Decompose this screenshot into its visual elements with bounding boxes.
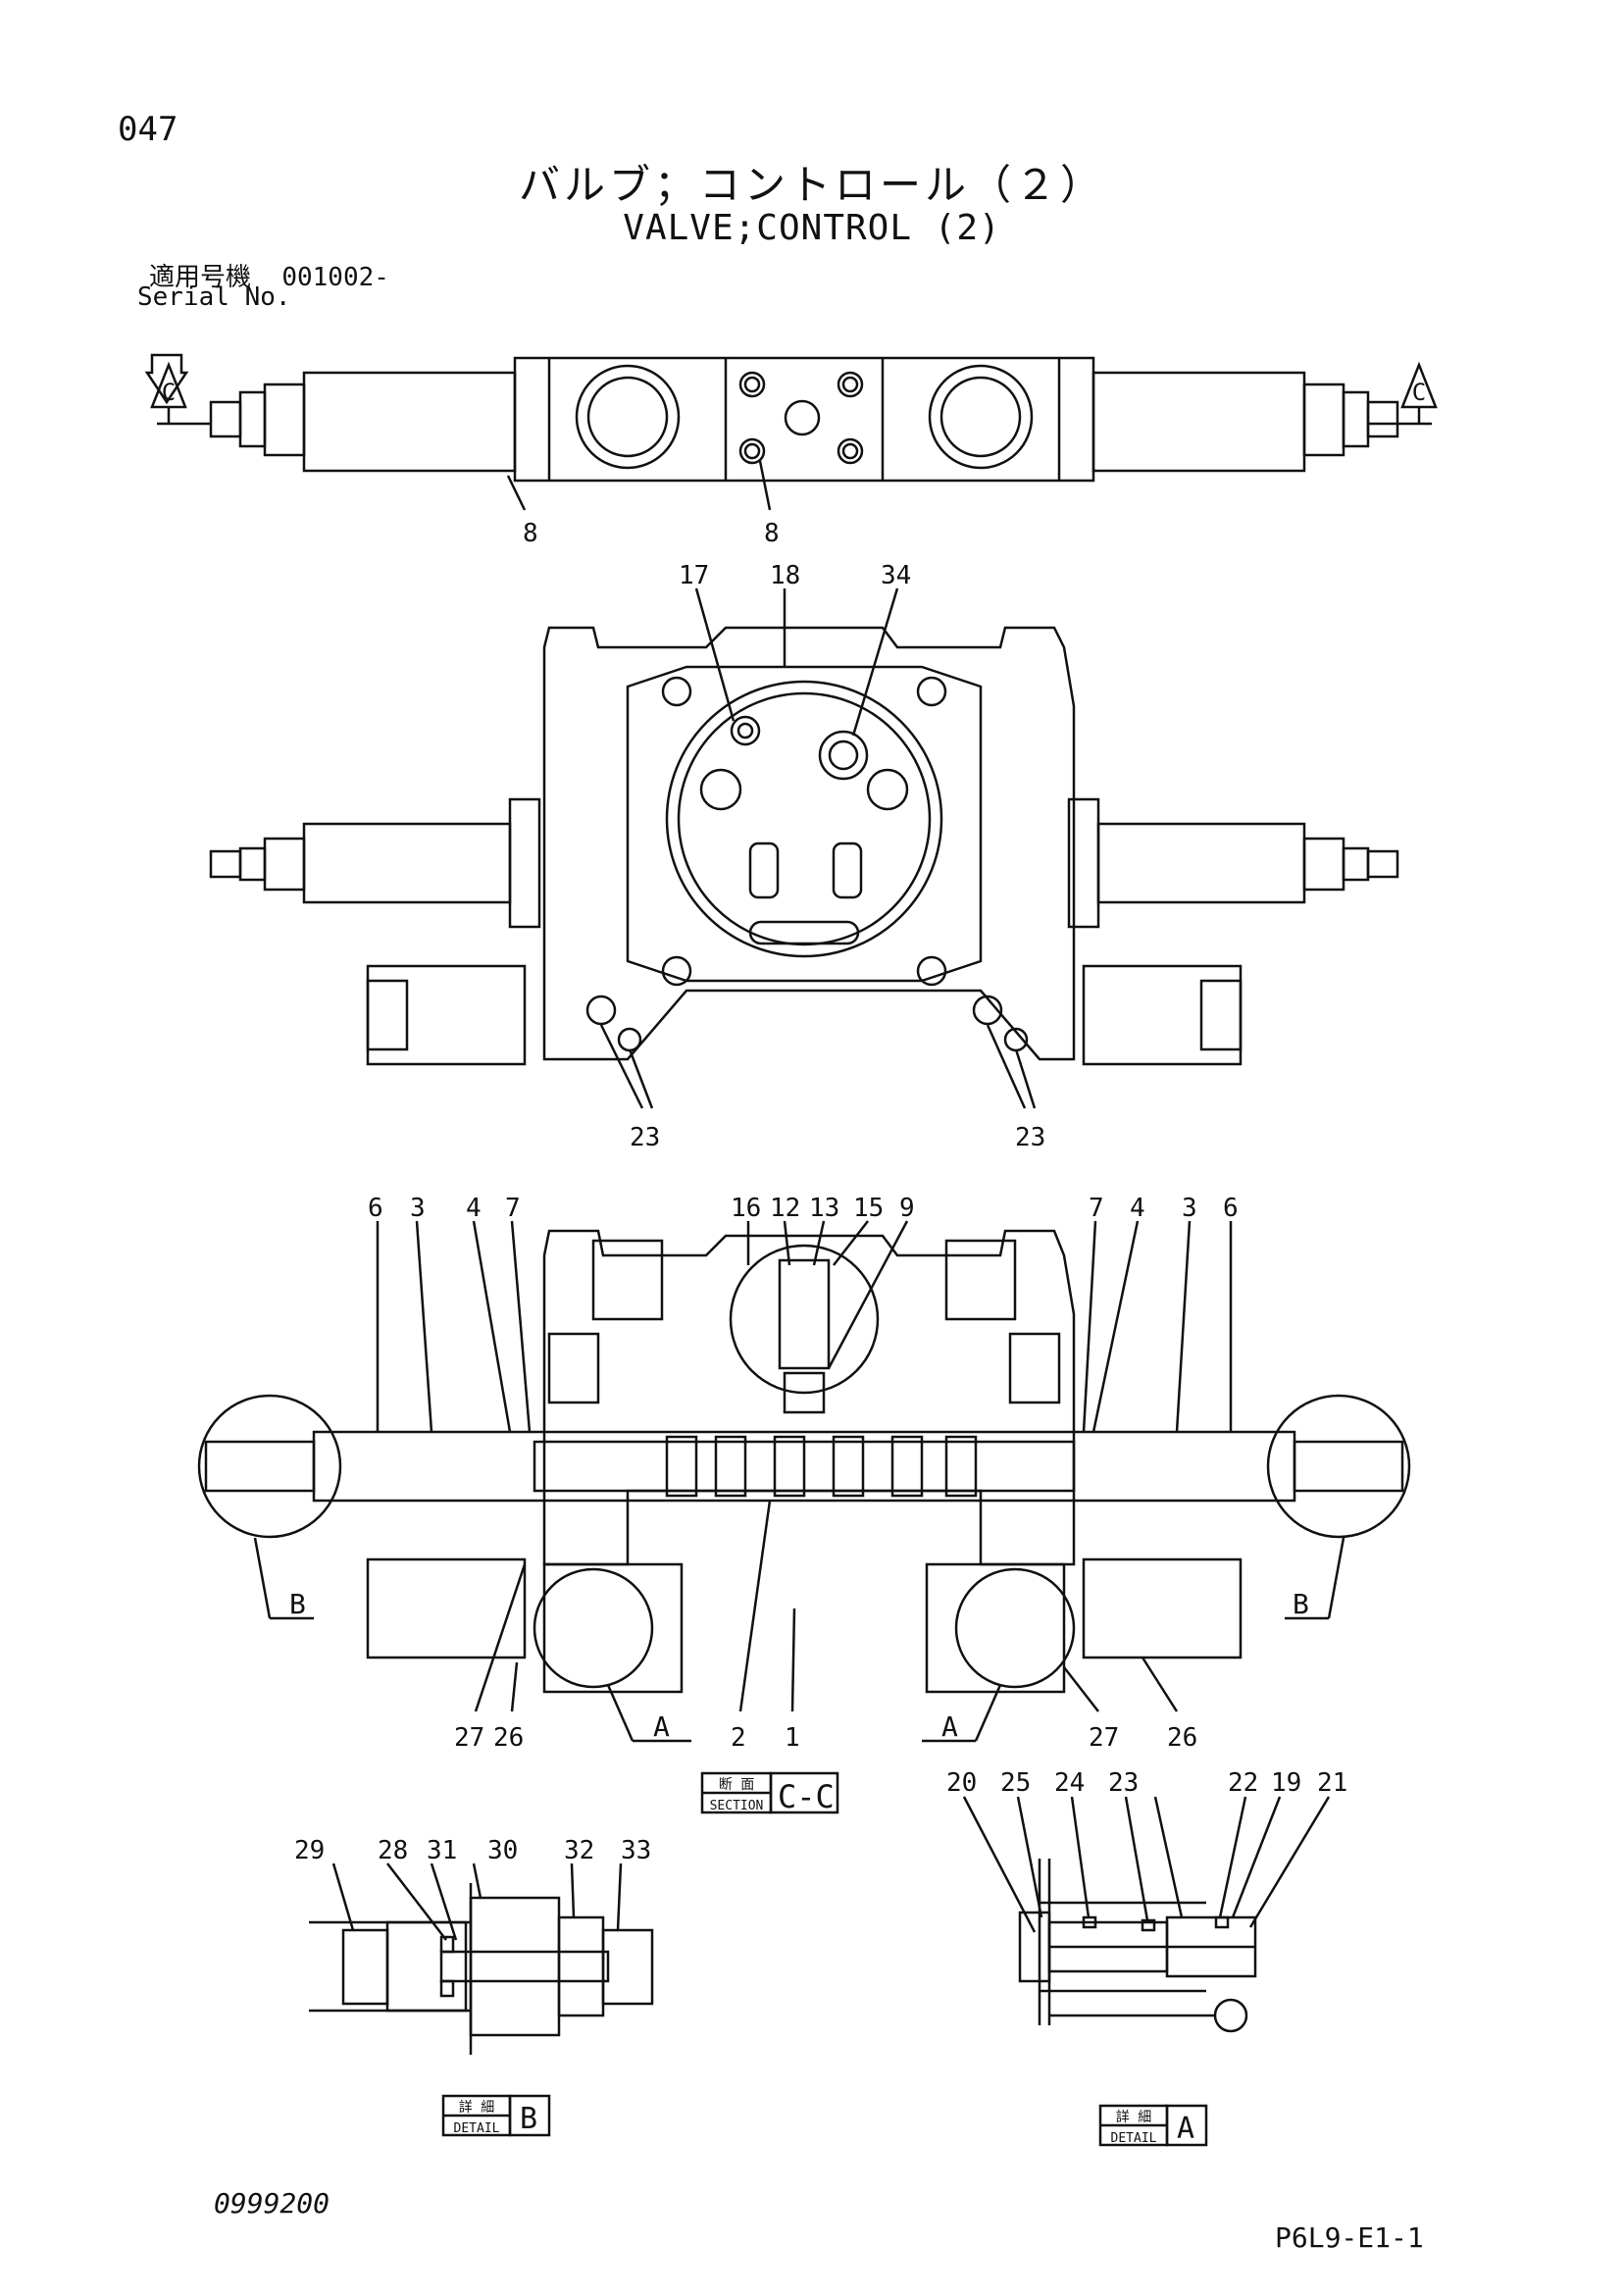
callout-4-right: 4 <box>1130 1194 1145 1223</box>
callout-22: 22 <box>1228 1768 1258 1798</box>
callout-27-right: 27 <box>1089 1723 1119 1753</box>
callout-9: 9 <box>899 1194 915 1223</box>
detail-b-label-id: B <box>520 2102 537 2136</box>
callout-6-left: 6 <box>368 1194 383 1223</box>
top-view: C C <box>144 353 1438 548</box>
callout-17: 17 <box>679 561 709 590</box>
detail-ref-b-left: B <box>289 1588 306 1620</box>
detail-a-circle-left <box>533 1567 654 1689</box>
serial-label-jp: 適用号機 <box>149 263 252 292</box>
callout-12: 12 <box>770 1194 800 1223</box>
section-label-id: C-C <box>778 1778 835 1815</box>
callout-2: 2 <box>731 1723 746 1753</box>
detail-ref-a-right: A <box>941 1710 958 1743</box>
serial-value: 001002- <box>281 263 389 292</box>
page-number: 047 <box>118 110 178 149</box>
section-label-jp: 断 面 <box>719 1777 754 1793</box>
detail-b: 29 28 31 30 32 33 詳 細 DETAIL B <box>294 1836 654 2137</box>
section-arrow-right: C <box>1368 361 1438 426</box>
section-view: 6 3 4 7 16 12 13 15 9 7 4 3 6 B B A A 27… <box>197 1194 1411 1753</box>
callout-23-left: 23 <box>630 1123 660 1152</box>
callout-20: 20 <box>946 1768 977 1798</box>
detail-a-circle-right <box>954 1567 1076 1689</box>
callout-1: 1 <box>785 1723 800 1753</box>
callout-7-left: 7 <box>505 1194 521 1223</box>
page-reference: P6L9-E1-1 <box>1275 2221 1424 2254</box>
document-number: 0999200 <box>214 2187 330 2219</box>
callout-30: 30 <box>487 1836 518 1865</box>
detail-a: 20 25 24 23 22 19 21 詳 細 DETAIL A <box>946 1768 1347 2147</box>
callout-18: 18 <box>770 561 800 590</box>
detail-ref-a-left: A <box>653 1710 670 1743</box>
callout-15: 15 <box>853 1194 884 1223</box>
callout-29: 29 <box>294 1836 325 1865</box>
detail-ref-b-right: B <box>1293 1588 1309 1620</box>
callout-31: 31 <box>427 1836 457 1865</box>
callout-13: 13 <box>809 1194 839 1223</box>
detail-a-label-jp: 詳 細 <box>1116 2110 1151 2125</box>
callout-4-left: 4 <box>466 1194 482 1223</box>
detail-b-label-jp: 詳 細 <box>459 2100 494 2116</box>
callout-8-left: 8 <box>523 519 538 548</box>
callout-26-left: 26 <box>493 1723 524 1753</box>
serial-label-en: Serial No. <box>137 282 291 312</box>
section-arrow-letter: C <box>162 379 176 406</box>
detail-b-circle-left <box>197 1394 342 1539</box>
detail-a-label-id: A <box>1177 2112 1194 2146</box>
callout-3-right: 3 <box>1182 1194 1197 1223</box>
callout-27-left: 27 <box>454 1723 484 1753</box>
callout-23-right: 23 <box>1015 1123 1045 1152</box>
title-japanese: バルブ；コントロール（２） <box>518 161 1105 209</box>
callout-24: 24 <box>1054 1768 1085 1798</box>
callout-28: 28 <box>378 1836 408 1865</box>
title-english: VALVE;CONTROL (2) <box>623 208 1001 248</box>
callout-19: 19 <box>1271 1768 1301 1798</box>
callout-8-center: 8 <box>764 519 780 548</box>
detail-b-circle-right <box>1266 1394 1411 1539</box>
callout-7-right: 7 <box>1089 1194 1104 1223</box>
section-arrow-left: C <box>144 353 211 426</box>
callout-33: 33 <box>621 1836 651 1865</box>
callout-21: 21 <box>1317 1768 1347 1798</box>
serial-line: 適用号機 001002- <box>149 257 389 293</box>
detail-b-label-en: DETAIL <box>454 2121 500 2136</box>
section-label: 断 面 SECTION C-C <box>700 1771 839 1815</box>
callout-34: 34 <box>881 561 911 590</box>
callout-25: 25 <box>1000 1768 1031 1798</box>
section-label-en: SECTION <box>710 1799 764 1813</box>
callout-32: 32 <box>564 1836 594 1865</box>
callout-23-detail: 23 <box>1108 1768 1139 1798</box>
callout-26-right: 26 <box>1167 1723 1197 1753</box>
detail-a-label-en: DETAIL <box>1111 2131 1157 2146</box>
front-view: 17 18 34 23 23 <box>209 561 1399 1152</box>
callout-16: 16 <box>731 1194 761 1223</box>
section-arrow-letter: C <box>1412 379 1426 406</box>
callout-6-right: 6 <box>1223 1194 1239 1223</box>
callout-3-left: 3 <box>410 1194 426 1223</box>
